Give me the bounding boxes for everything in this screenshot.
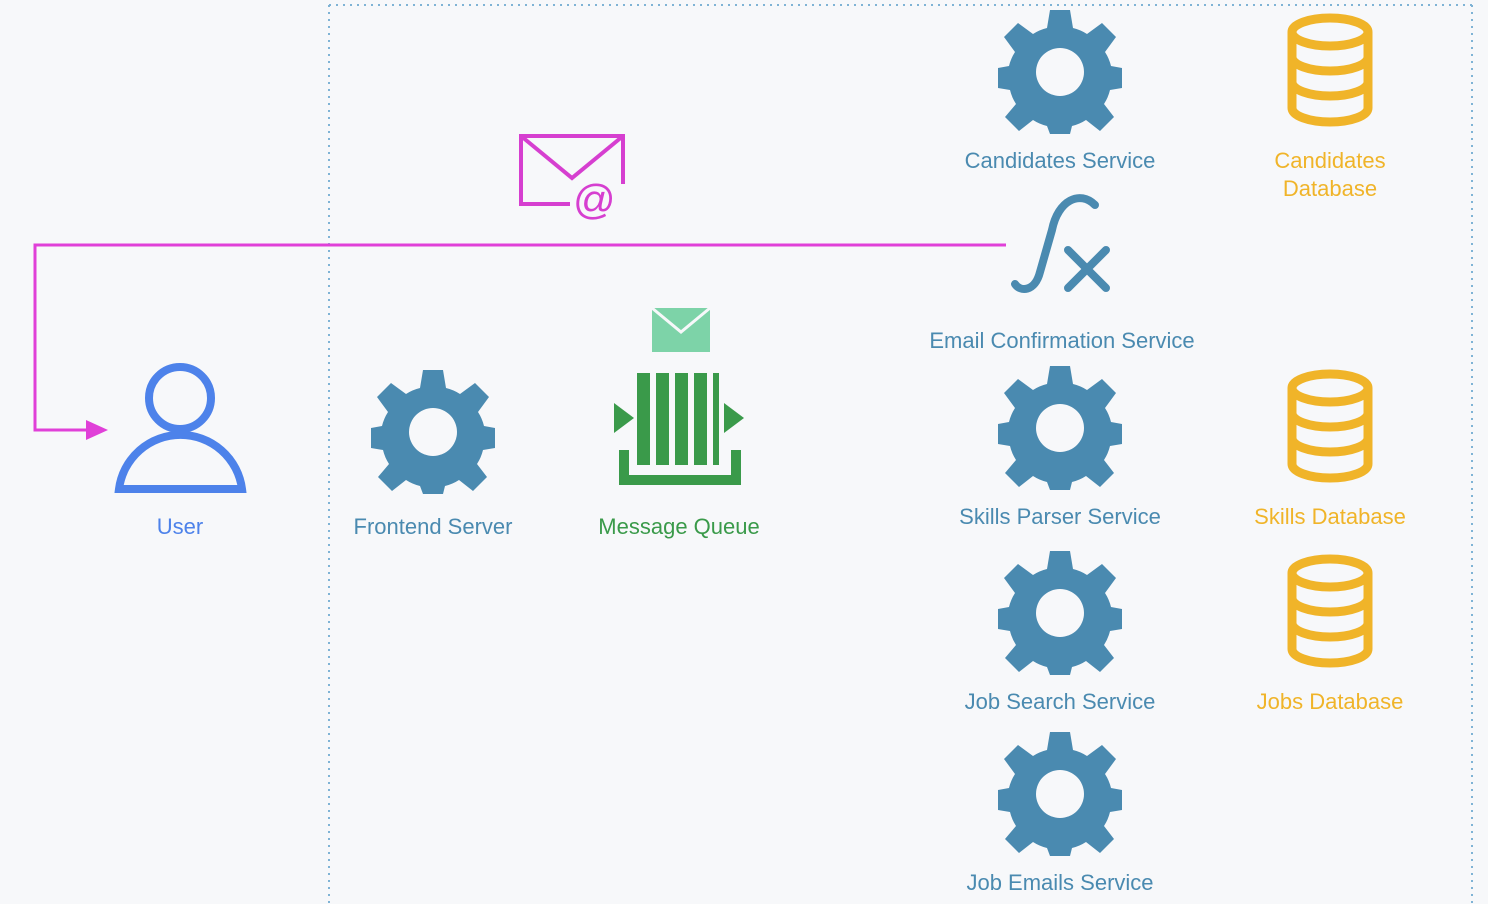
message-queue-icon xyxy=(614,306,744,485)
job-search-service-label: Job Search Service xyxy=(965,689,1156,714)
job-emails-service-label: Job Emails Service xyxy=(966,870,1153,895)
candidates-service-gear-icon xyxy=(998,10,1122,134)
skills-database-icon xyxy=(1292,374,1368,478)
email-confirmation-service-label: Email Confirmation Service xyxy=(929,328,1194,353)
function-icon xyxy=(1011,194,1110,293)
job-search-service-gear-icon xyxy=(998,551,1122,675)
email-flow-arrow xyxy=(33,243,1006,440)
jobs-database-label: Jobs Database xyxy=(1257,689,1404,714)
skills-parser-service-label: Skills Parser Service xyxy=(959,504,1161,529)
frontend-server-gear-icon xyxy=(371,370,495,494)
candidates-database-label-line1: Candidates xyxy=(1274,148,1385,173)
skills-database-label: Skills Database xyxy=(1254,504,1406,529)
candidates-database-icon xyxy=(1292,18,1368,122)
candidates-database-label-line2: Database xyxy=(1283,176,1377,201)
email-at-icon: @ xyxy=(519,134,625,223)
jobs-database-icon xyxy=(1292,559,1368,663)
skills-parser-service-gear-icon xyxy=(998,366,1122,490)
job-emails-service-gear-icon xyxy=(998,732,1122,856)
system-boundary xyxy=(328,4,1473,904)
candidates-service-label: Candidates Service xyxy=(965,148,1156,173)
message-queue-label: Message Queue xyxy=(598,514,759,539)
frontend-server-label: Frontend Server xyxy=(354,514,513,539)
user-icon xyxy=(114,363,247,493)
user-label: User xyxy=(157,514,203,539)
svg-text:@: @ xyxy=(573,176,616,223)
